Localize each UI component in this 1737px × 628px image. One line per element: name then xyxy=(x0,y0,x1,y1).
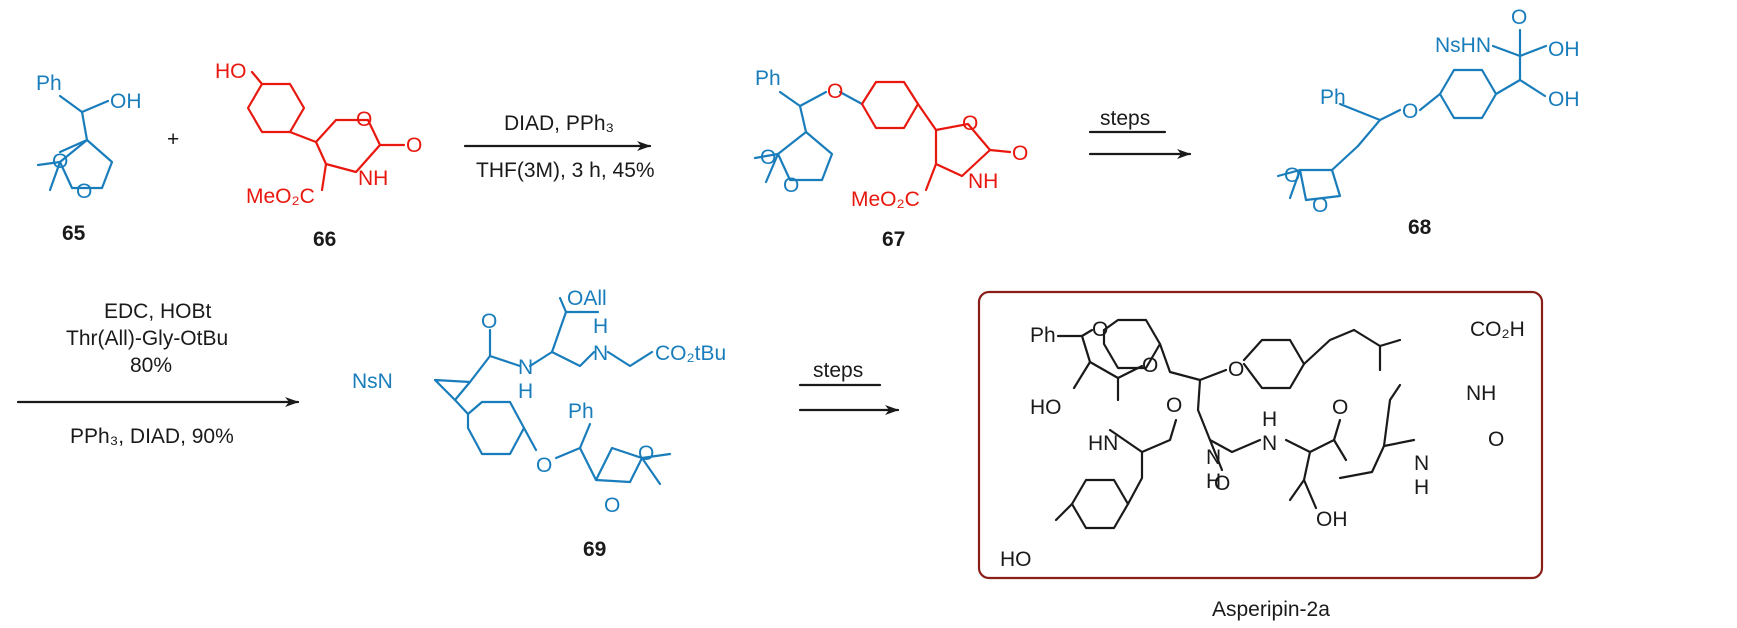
atom-ester: CO₂tBu xyxy=(655,342,726,365)
atom-o-link: O xyxy=(536,454,552,477)
atom-ph: Ph xyxy=(755,67,781,90)
compound-68-bonds xyxy=(1276,28,1548,202)
arrow-2: steps xyxy=(1088,107,1192,159)
atom-ph: Ph xyxy=(568,400,594,423)
arrow-1-conditions-below: THF(3M), 3 h, 45% xyxy=(476,159,655,182)
compound-label: 67 xyxy=(882,228,905,251)
atom-o: O xyxy=(1511,6,1527,29)
atom-co2h: CO₂H xyxy=(1470,318,1525,341)
arrow-3-conditions-line2: Thr(All)-Gly-OtBu xyxy=(66,327,228,350)
asperipin-bonds xyxy=(1054,318,1416,530)
compound-asperipin-2a: Ph O HO O HN O N H O O N H O OH N H O NH… xyxy=(977,290,1544,621)
atom-o: O xyxy=(783,174,799,197)
atom-ph: Ph xyxy=(36,72,62,95)
compound-67-bonds-red xyxy=(860,80,1012,192)
atom-o: O xyxy=(1142,354,1158,377)
atom-o: O xyxy=(1488,428,1504,451)
atom-oh: OH xyxy=(110,90,142,113)
compound-69-bonds xyxy=(433,296,672,486)
atom-n: N xyxy=(518,356,533,379)
atom-ph: Ph xyxy=(1030,324,1056,347)
atom-ester: MeO₂C xyxy=(851,188,920,211)
atom-n: N xyxy=(1206,446,1221,469)
atom-ho: HO xyxy=(215,60,247,83)
atom-h: H xyxy=(1206,470,1221,493)
atom-nsn: NsN xyxy=(352,370,393,393)
compound-65: Ph OH O O 65 xyxy=(36,72,142,245)
atom-oh: OH xyxy=(1548,38,1580,61)
compound-67-bonds-blue xyxy=(753,90,864,184)
atom-oh: OH xyxy=(1548,88,1580,111)
arrow-3: EDC, HOBt Thr(All)-Gly-OtBu 80% PPh₃, DI… xyxy=(16,300,300,448)
arrow-3-conditions-below: PPh₃, DIAD, 90% xyxy=(70,425,234,448)
plus-sign: + xyxy=(167,128,179,151)
arrow-4: steps xyxy=(798,359,900,415)
atom-o: O xyxy=(760,146,776,169)
atom-n: N xyxy=(1262,432,1277,455)
atom-oall: OAll xyxy=(567,287,607,310)
compound-69: NsN O N H OAll H N CO₂tBu O Ph O O 69 xyxy=(352,287,726,561)
atom-o: O xyxy=(356,108,372,131)
atom-o: O xyxy=(481,310,497,333)
atom-nh: NH xyxy=(1466,382,1496,405)
atom-o: O xyxy=(1092,318,1108,341)
atom-n: N xyxy=(1414,452,1429,475)
atom-o-link: O xyxy=(1402,100,1418,123)
atom-o: O xyxy=(962,112,978,135)
atom-o: O xyxy=(52,150,68,173)
atom-oh: OH xyxy=(1316,508,1348,531)
atom-nh: NH xyxy=(358,167,388,190)
atom-o-link: O xyxy=(827,80,843,103)
atom-o: O xyxy=(406,134,422,157)
compound-label: 65 xyxy=(62,222,86,245)
compound-66: HO O O NH MeO₂C 66 xyxy=(215,60,422,251)
atom-o: O xyxy=(638,442,654,465)
atom-n: N xyxy=(593,342,608,365)
compound-label: 68 xyxy=(1408,216,1432,239)
atom-hn: HN xyxy=(1088,432,1118,455)
arrow-3-conditions-line1: EDC, HOBt xyxy=(104,300,212,323)
atom-o: O xyxy=(76,180,92,203)
atom-h: H xyxy=(1414,476,1429,499)
atom-h: H xyxy=(518,380,533,403)
compound-label: Asperipin-2a xyxy=(1212,598,1330,621)
atom-h: H xyxy=(1262,408,1277,431)
atom-nh: NH xyxy=(968,170,998,193)
atom-o: O xyxy=(1284,164,1300,187)
arrow-1: DIAD, PPh₃ THF(3M), 3 h, 45% xyxy=(463,112,655,182)
atom-ho: HO xyxy=(1030,396,1062,419)
compound-67: Ph O O O O O NH MeO₂C 67 xyxy=(753,67,1028,251)
arrow-4-conditions-above: steps xyxy=(813,359,863,382)
atom-nshn: NsHN xyxy=(1435,34,1491,57)
atom-h: H xyxy=(593,315,608,338)
product-box xyxy=(977,290,1544,580)
atom-o: O xyxy=(1166,394,1182,417)
atom-o: O xyxy=(1012,142,1028,165)
atom-ph: Ph xyxy=(1320,86,1346,109)
atom-o-link: O xyxy=(1228,358,1244,381)
compound-68: NsHN O OH OH Ph O O O 68 xyxy=(1276,6,1580,239)
compound-65-bonds xyxy=(36,94,114,192)
atom-ester: MeO₂C xyxy=(246,185,315,208)
compound-label: 69 xyxy=(583,538,606,561)
atom-o: O xyxy=(1214,472,1230,495)
arrow-1-conditions-above: DIAD, PPh₃ xyxy=(504,112,614,135)
arrow-2-conditions-above: steps xyxy=(1100,107,1150,130)
compound-label: 66 xyxy=(313,228,336,251)
atom-o: O xyxy=(1312,194,1328,217)
atom-o: O xyxy=(604,494,620,517)
atom-o: O xyxy=(1332,396,1348,419)
compound-66-bonds xyxy=(246,70,406,192)
atom-ho: HO xyxy=(1000,548,1032,571)
arrow-3-conditions-line3: 80% xyxy=(130,354,172,377)
